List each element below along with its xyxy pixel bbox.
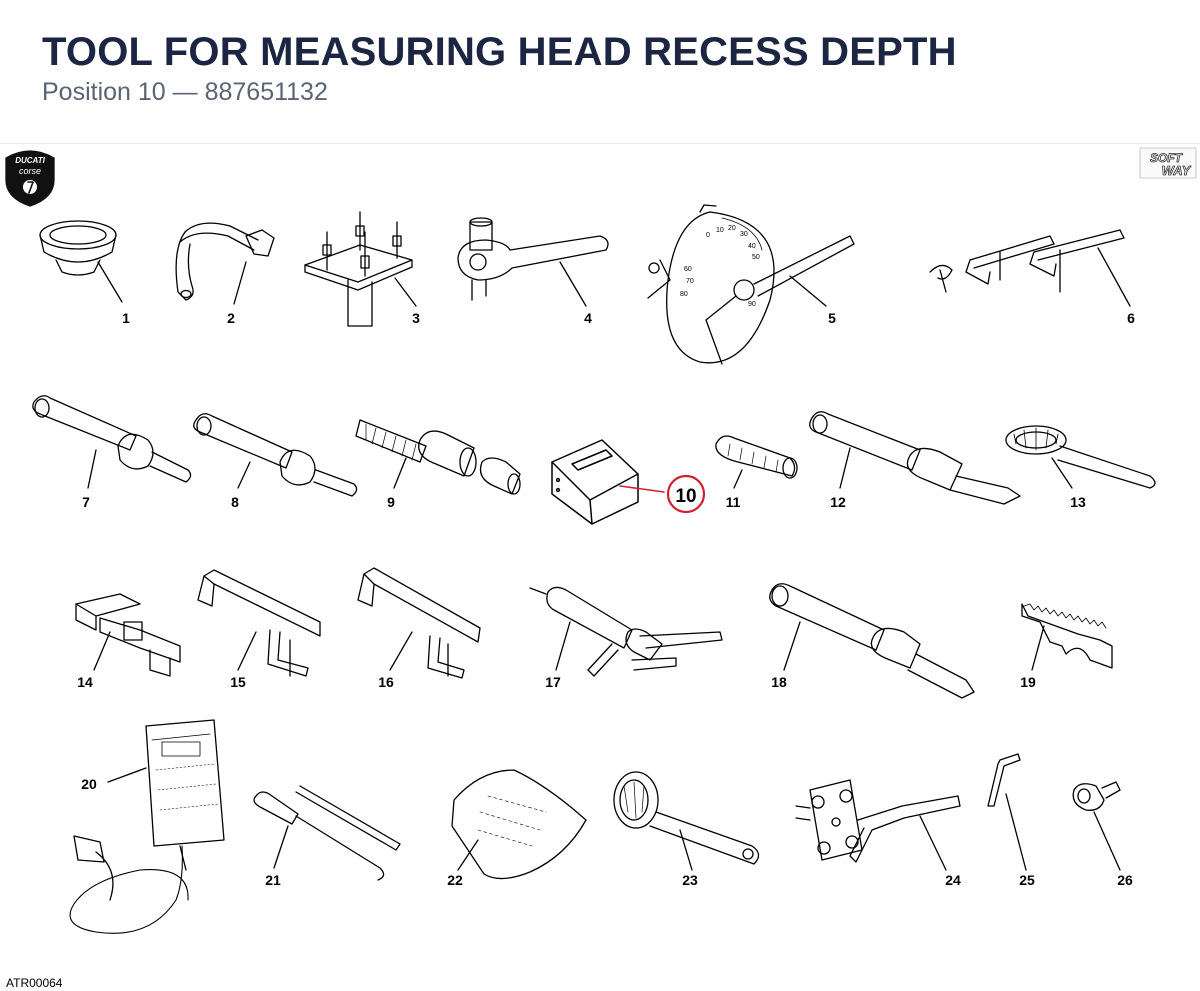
position-label: 23 — [682, 872, 698, 888]
position-label: 4 — [584, 310, 592, 326]
position-label: 18 — [771, 674, 787, 690]
tool-7-drawing — [32, 395, 192, 489]
tool-2-drawing — [175, 222, 275, 305]
position-label: 17 — [545, 674, 561, 690]
position-label: 1 — [122, 310, 130, 326]
tool-20-drawing — [69, 719, 225, 934]
position-label: 9 — [387, 494, 395, 510]
tool-18-drawing — [769, 583, 975, 699]
tool-16-drawing — [357, 567, 481, 679]
position-label: 12 — [830, 494, 846, 510]
position-label: 19 — [1020, 674, 1036, 690]
position-labels: 1 2 3 4 5 6 7 8 9 10 11 12 13 14 15 16 1… — [77, 310, 1135, 888]
drawing-reference-code: ATR00064 — [6, 976, 63, 990]
tool-14-drawing — [75, 593, 181, 677]
tool-26-drawing — [1072, 781, 1121, 871]
tool-1-drawing — [39, 220, 123, 303]
tool-12-drawing — [809, 411, 1021, 505]
page-subtitle: Position 10 — 887651132 — [42, 78, 328, 106]
protractor-scale: 0 10 20 30 40 50 60 70 80 90 — [680, 225, 760, 308]
position-label: 15 — [230, 674, 246, 690]
position-10-highlight-ring — [666, 474, 706, 514]
tool-23-drawing — [613, 771, 760, 871]
svg-text:0: 0 — [706, 232, 710, 239]
ducati-logo-line2: corse — [19, 166, 41, 176]
svg-text:10: 10 — [716, 227, 724, 234]
tool-8-drawing — [193, 413, 358, 497]
position-label: 8 — [231, 494, 239, 510]
tool-5-drawing: 0 10 20 30 40 50 60 70 80 90 — [647, 204, 855, 365]
ducati-logo-line1: DUCATI — [15, 156, 45, 165]
svg-text:20: 20 — [728, 225, 736, 232]
position-label-highlighted: 10 — [675, 486, 696, 507]
svg-text:40: 40 — [748, 243, 756, 250]
position-label: 7 — [82, 494, 90, 510]
position-label: 16 — [378, 674, 394, 690]
ducati-corse-logo: DUCATI corse — [5, 150, 55, 207]
position-label: 14 — [77, 674, 93, 690]
tool-24-drawing — [795, 779, 961, 871]
tool-21-drawing — [253, 785, 401, 881]
position-label: 2 — [227, 310, 235, 326]
tool-6-drawing — [929, 229, 1131, 307]
tool-22-drawing — [451, 769, 587, 880]
position-label: 6 — [1127, 310, 1135, 326]
tool-15-drawing — [197, 569, 321, 677]
tool-9-drawing — [355, 419, 521, 495]
tool-11-drawing — [715, 435, 798, 489]
svg-text:80: 80 — [680, 291, 688, 298]
svg-text:30: 30 — [740, 231, 748, 238]
tool-4-drawing — [457, 217, 609, 307]
svg-text:50: 50 — [752, 254, 760, 261]
svg-text:60: 60 — [684, 266, 692, 273]
softway-logo: SOFT WAY — [1139, 147, 1197, 179]
softway-logo-line1: SOFT — [1150, 151, 1184, 165]
svg-text:70: 70 — [686, 278, 694, 285]
position-label: 11 — [726, 494, 741, 510]
position-label: 21 — [265, 872, 281, 888]
position-label: 22 — [447, 872, 463, 888]
tool-3-drawing — [304, 211, 417, 327]
softway-logo-line2: WAY — [1162, 163, 1192, 178]
tool-13-drawing — [1005, 425, 1156, 489]
tool-10-drawing — [551, 439, 665, 525]
position-label: 24 — [945, 872, 961, 888]
page-title: TOOL FOR MEASURING HEAD RECESS DEPTH — [42, 30, 957, 74]
position-label: 20 — [81, 776, 97, 792]
tool-17-drawing — [529, 586, 723, 677]
svg-text:90: 90 — [748, 301, 756, 308]
position-label: 26 — [1117, 872, 1133, 888]
header-divider — [0, 143, 1200, 144]
position-label: 3 — [412, 310, 420, 326]
position-label: 13 — [1070, 494, 1086, 510]
tool-19-drawing — [1021, 603, 1113, 671]
position-label: 5 — [828, 310, 836, 326]
tool-25-drawing — [987, 753, 1027, 871]
position-label: 25 — [1019, 872, 1035, 888]
